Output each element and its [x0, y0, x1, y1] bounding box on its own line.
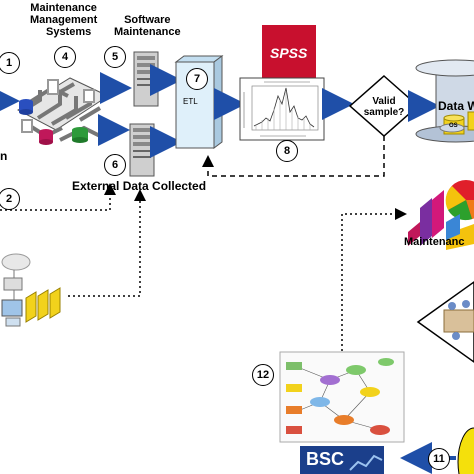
server-icon-software — [133, 51, 159, 107]
bsc-logo — [300, 446, 384, 474]
review-meeting-graphic — [416, 281, 474, 363]
data-warehouse-label: Data W — [438, 99, 474, 113]
warehouse-cylinder-tag: OS — [449, 123, 458, 129]
invalid-sample-feedback-line — [202, 136, 385, 177]
step-badge-7: 7 — [186, 68, 208, 90]
maintenance-chart-graphic — [408, 180, 474, 250]
maze-illustration — [16, 77, 110, 145]
analysis-chart-thumbnail — [239, 77, 325, 141]
step-badge-12: 12 — [252, 364, 274, 386]
strategy-map-graphic — [279, 351, 405, 443]
spss-logo — [262, 25, 316, 83]
step-badge-4: 4 — [54, 46, 76, 68]
valid-sample-label: Valid sample? — [360, 96, 408, 118]
step-badge-2: 2 — [0, 188, 20, 210]
mms-title-line2: Management — [30, 14, 98, 27]
dotted-line-external-source — [68, 189, 146, 297]
valid-line1: Valid — [372, 96, 396, 107]
server-icon-external — [129, 123, 155, 177]
step-badge-6: 6 — [104, 154, 126, 176]
software-title-line1: Software — [124, 14, 171, 26]
mms-title-line1: Maintenance — [30, 2, 97, 14]
step-badge-8: 8 — [276, 140, 298, 162]
step-badge-1: 1 — [0, 52, 20, 74]
software-title-line2: Maintenance — [114, 26, 181, 39]
step-badge-11: 11 — [428, 448, 450, 470]
network-cluster-illustration — [1, 253, 61, 327]
etl-label: ETL — [183, 97, 198, 106]
dotted-line-to-maintenance — [341, 208, 407, 356]
mms-title-line3: Systems — [45, 26, 92, 39]
spss-logo-text: SPSS — [270, 45, 308, 61]
mms-title: Maintenance Management Systems — [30, 2, 97, 38]
left-cut-label: n — [0, 149, 8, 163]
valid-line2: sample? — [363, 107, 405, 118]
bsc-logo-text: BSC — [306, 449, 345, 469]
software-maintenance-title: Software Maintenance — [114, 14, 181, 38]
external-data-label: External Data Collected — [72, 179, 207, 193]
maintenance-label: Maintenanc — [404, 236, 465, 248]
data-warehouse-icon — [415, 59, 474, 143]
dotted-line-step2 — [0, 183, 116, 211]
step-badge-5: 5 — [104, 46, 126, 68]
step-11-graphic — [457, 427, 474, 474]
